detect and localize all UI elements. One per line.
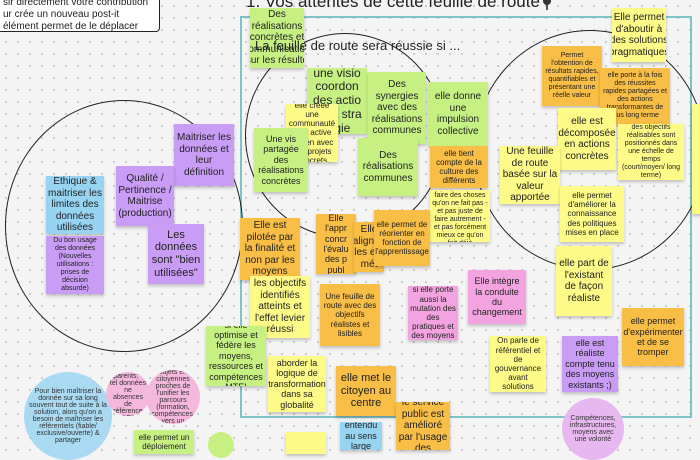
circle-note[interactable]: Pour bien maîtriser la donnée sur sa lon… <box>24 372 112 460</box>
circle-note[interactable] <box>208 432 234 458</box>
section-title: 1. Vos attentes de cette feuille de rout… <box>246 0 540 11</box>
sticky-note[interactable]: si elle porte aussi la mutation des des … <box>408 286 458 340</box>
sticky-note[interactable]: aborder la logique de transformation dan… <box>268 356 326 412</box>
sticky-note[interactable]: elle permet un déploiement <box>134 430 194 454</box>
pin-icon <box>543 0 551 10</box>
sticky-note[interactable]: elle permet de réorienter en fonction de… <box>374 210 430 266</box>
sticky-note[interactable]: Qualité / Pertinence / Maitrise (product… <box>116 166 174 226</box>
section-subtitle: La feuille de route sera réussie si ... <box>255 38 461 53</box>
sticky-note[interactable]: elle donne une impulsion collective <box>428 82 488 146</box>
sticky-note[interactable]: elle permet de faire des choses qu'on ne… <box>430 190 490 242</box>
sticky-note[interactable]: Maitriser les données et leur définition <box>174 124 234 186</box>
sticky-note[interactable]: Du bon usage des données (Nouvelles util… <box>46 236 104 294</box>
sticky-note[interactable]: Elle l'appr concr l'évalu des p publ <box>316 214 356 274</box>
sticky-note[interactable]: si elle optimise et fédère les moyens, r… <box>206 326 266 386</box>
sticky-note[interactable]: Une vis partagée des réalisations concrè… <box>254 128 308 192</box>
circle-note[interactable]: Réflexion/se parents: - tel données ne a… <box>106 372 150 416</box>
sticky-note[interactable]: le service public est amélioré par l'usa… <box>396 402 450 450</box>
sticky-note[interactable]: Une feuille de route basée sur la valeur… <box>500 146 560 204</box>
sticky-note[interactable]: Des réalisations concrètes et communicat… <box>250 8 304 68</box>
sticky-note[interactable]: elle part de l'existant de façon réalist… <box>556 246 612 316</box>
sticky-note[interactable]: elle met le citoyen au centre <box>336 366 396 416</box>
sticky-note[interactable]: Elle permet d'aboutir à des solutions pr… <box>612 8 666 62</box>
circle-note[interactable]: Compétences, infrastructures, moyens ave… <box>562 398 624 460</box>
sticky-note[interactable]: elle est décomposée en actions concrètes <box>558 108 616 170</box>
sticky-note[interactable] <box>692 104 700 214</box>
sticky-note[interactable]: elle permet d'améliorer la connaissance … <box>560 186 624 242</box>
sticky-note[interactable]: des objectifs réalisables sont positionn… <box>618 124 684 180</box>
sticky-note[interactable]: elle est réaliste compte tenu des moyens… <box>562 336 618 392</box>
sticky-note[interactable]: Elle est pilotée par la finalité et non … <box>240 218 300 280</box>
sticky-note[interactable]: Permet l'obtention de résultats rapides,… <box>542 46 602 106</box>
sticky-note[interactable]: Elle intègre la conduite du changement <box>468 270 526 324</box>
sticky-note[interactable]: Des synergies avec des réalisations comm… <box>368 72 426 144</box>
sticky-note[interactable]: Des réalisations communes <box>358 138 418 196</box>
sticky-note[interactable]: On parle de référentiel et de gouvernanc… <box>490 336 546 392</box>
sticky-note[interactable]: elle permet d'expérimenter et de se trom… <box>622 308 684 366</box>
sticky-note[interactable]: Ethique & maitriser les limites des donn… <box>46 176 104 234</box>
sticky-note[interactable] <box>286 432 326 454</box>
instructions-text: sir directement votre contribution ur cr… <box>3 0 149 32</box>
instructions-card[interactable]: sir directement votre contribution ur cr… <box>0 0 160 32</box>
sticky-note[interactable]: Les données sont "bien utilisées" <box>148 224 204 284</box>
circle-note[interactable]: Capt. Mr. des sujets en citoyennes proch… <box>146 370 200 424</box>
sticky-note[interactable]: entendu au sens large <box>340 422 382 450</box>
sticky-note[interactable]: elle tient compte de la culture des diff… <box>430 146 488 188</box>
sticky-note[interactable]: Une feuille de route avec des objectifs … <box>320 284 380 346</box>
